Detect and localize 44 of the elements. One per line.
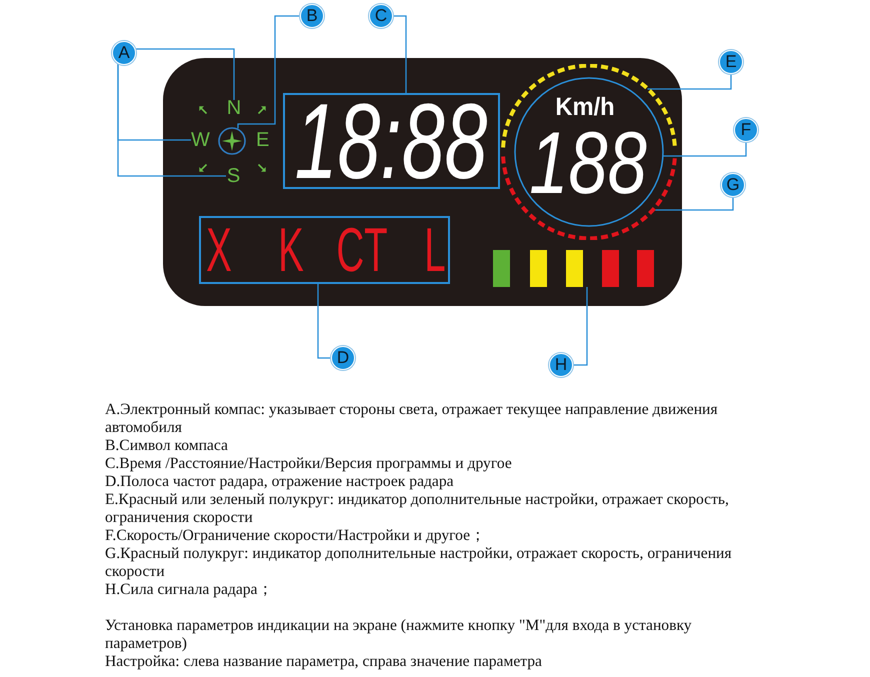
segment-digits: 18:88 [294, 99, 488, 185]
radar-band-panel [199, 216, 450, 284]
callout-description: C.Время /Расстояние/Настройки/Версия программы и другое [105, 455, 513, 473]
callout-description: B.Символ компаса [105, 437, 229, 455]
callout-description: D.Полоса частот радара, отражение настроек радара [105, 473, 455, 491]
note-text: Установка параметров индикации на экране (нажмите кнопку "М"для входа в установку параметров) [105, 617, 693, 653]
compass-letter: N [226, 100, 242, 116]
unit-label: Km/h [555, 97, 615, 117]
callout-description: H.Сила сигнала радара； [105, 581, 274, 599]
band-letter: X [206, 226, 232, 276]
leader-line [648, 74, 732, 90]
speed-digits: 188 [529, 128, 647, 198]
callout-letter: H [549, 353, 573, 377]
compass-letter: E [256, 132, 269, 148]
callout-letter: A [112, 41, 136, 65]
display-panel [163, 58, 682, 306]
leader-line [317, 284, 331, 359]
signal-bars [493, 250, 654, 287]
clock-display [283, 93, 500, 189]
callout-description: E.Красный или зеленый полукруг: индикатор дополнительные настройки, отражает скорость, ограничения скорости [105, 491, 730, 527]
callout-letter: G [721, 173, 745, 197]
leader-line [662, 142, 747, 157]
note-text: Настройка: слева название параметра, справа значение параметра [105, 653, 543, 671]
leader-line [117, 63, 226, 177]
leader-line [573, 287, 588, 366]
callout-letter: F [734, 118, 758, 142]
callout-description: F.Скорость/Ограничение скорости/Настройки и другое； [105, 527, 488, 545]
callout-letter: D [331, 346, 355, 370]
band-letter: K [278, 226, 304, 276]
leader-line [393, 15, 407, 93]
callout-letter: C [369, 4, 393, 28]
band-letter: L [424, 226, 446, 276]
leader-line [237, 15, 300, 128]
compass-letter: S [226, 168, 241, 184]
callout-description: A.Электронный компас: указывает стороны света, отражает текущее направление движения автомобиля [105, 401, 719, 437]
callout-letter: B [300, 4, 324, 28]
compass-symbol [218, 127, 246, 155]
leader-line [135, 48, 235, 100]
compass-letter: W [191, 132, 210, 148]
leader-line [652, 197, 734, 211]
band-letter: CT [336, 226, 388, 276]
callout-description: G.Красный полукруг: индикатор дополнительные настройки, отражает скорость, ограничения скорости [105, 545, 733, 581]
callout-letter: E [719, 50, 743, 74]
speed-gauge [501, 64, 677, 240]
